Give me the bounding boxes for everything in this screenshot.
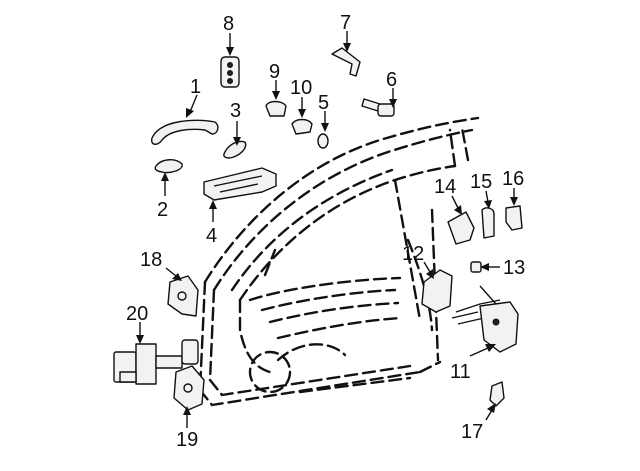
callout-3: 3 [230,100,241,122]
part-latch-assembly [451,285,519,353]
part-rod [331,47,361,77]
part-handle-pad [154,159,183,174]
part-handle-cap [223,140,247,159]
part-door-check [113,339,199,385]
leader-lines [136,31,518,428]
part-bracket-17 [489,381,505,407]
part-handle-bracket [203,167,277,201]
callout-17: 17 [461,421,483,443]
part-outside-handle [150,119,219,145]
callout-16: 16 [502,168,524,190]
door-frame-outline [198,116,480,407]
part-grommet [317,133,329,149]
part-cap-9 [265,100,287,117]
part-hinge-upper [167,275,199,317]
callout-8: 8 [223,13,234,35]
part-cap-10 [291,118,313,135]
part-clip-13 [470,261,482,273]
part-lock-cylinder [361,98,395,117]
callout-10: 10 [290,77,312,99]
callout-1: 1 [190,76,201,98]
part-striker-15 [481,207,495,239]
callout-11: 11 [450,361,471,383]
callout-14: 14 [434,176,456,198]
callout-20: 20 [126,303,148,325]
callout-13: 13 [503,257,525,279]
part-bracket-16 [505,205,523,231]
callout-5: 5 [318,92,329,114]
callout-2: 2 [157,199,168,221]
callout-7: 7 [340,12,351,34]
callout-18: 18 [140,249,162,271]
part-striker-14 [447,211,475,245]
part-hinge-lower [173,365,205,411]
callout-9: 9 [269,61,280,83]
callout-15: 15 [470,171,492,193]
callout-19: 19 [176,429,198,451]
callout-labels: 1 2 3 4 5 6 7 8 9 10 11 12 13 14 15 16 1… [126,12,525,451]
callout-12: 12 [402,243,424,265]
part-lock-actuator-12 [421,269,453,313]
callout-4: 4 [206,225,217,247]
part-key-fob [220,56,240,88]
callout-6: 6 [386,69,397,91]
